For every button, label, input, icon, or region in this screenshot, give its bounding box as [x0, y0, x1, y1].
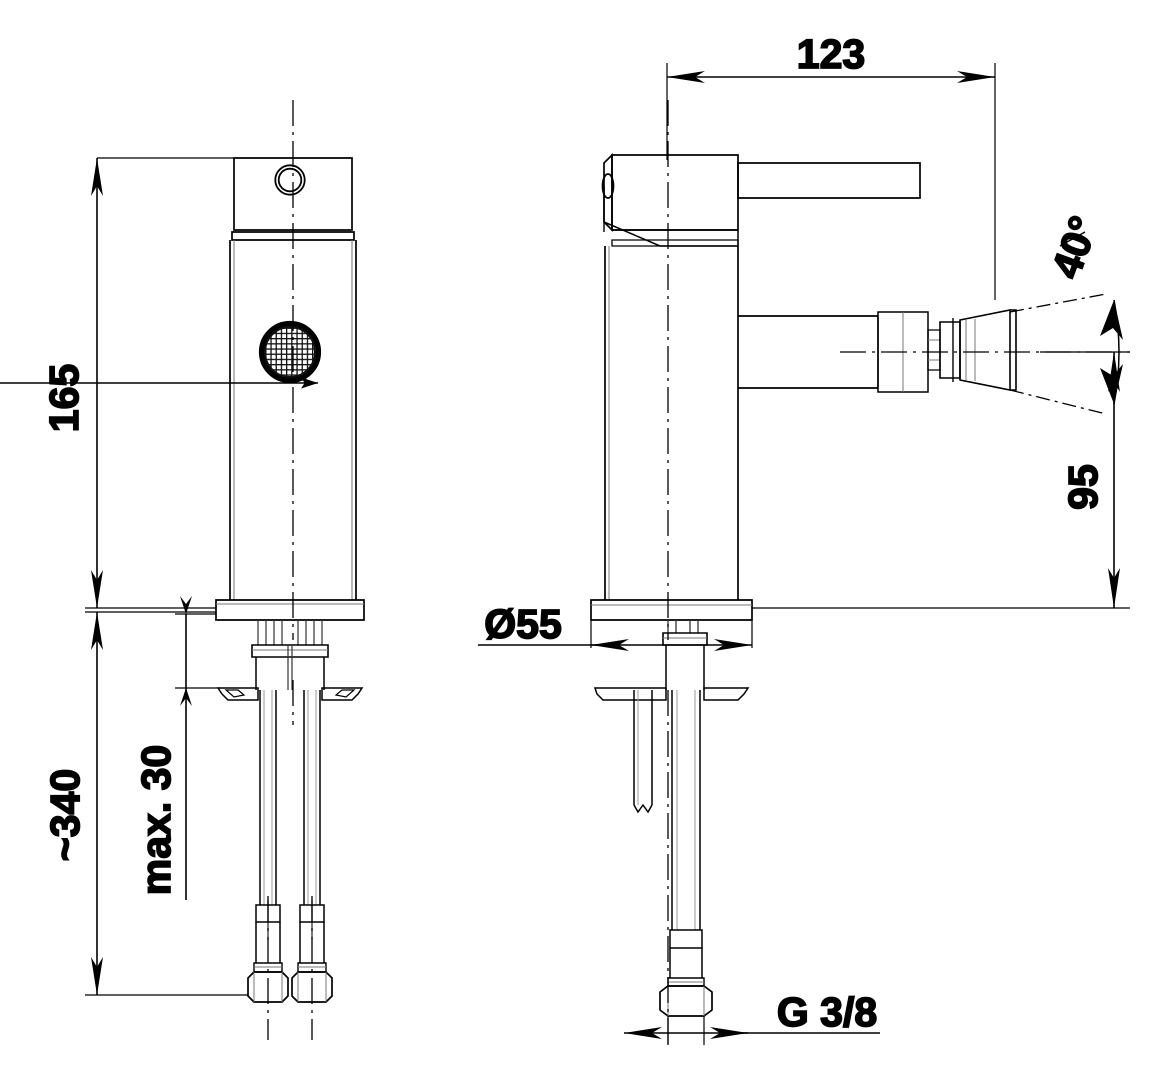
front-view-supply-hoses: [259, 690, 321, 940]
dimension-g38-label: G 3/8: [777, 989, 877, 1035]
side-view-nozzle: [939, 309, 1017, 391]
dimension-max30: [175, 596, 220, 900]
front-view-clamp-collar: [251, 644, 329, 690]
front-view-hose-ferrules: [253, 904, 327, 973]
side-view-column: [604, 246, 739, 600]
side-view-pull-rod: [633, 690, 653, 814]
dimension-340: [85, 611, 248, 996]
side-view-supply-hose: [667, 690, 705, 987]
dimension-d55: [478, 620, 753, 651]
dimension-95-label: 95: [1060, 464, 1106, 510]
side-view-lever-handle: [601, 152, 921, 247]
dimension-95: [752, 351, 1130, 609]
side-view-centerlines: [667, 100, 1130, 1045]
side-view: [590, 100, 1130, 1045]
front-view-hose-centerlines: [267, 896, 313, 1040]
dimension-123: [666, 63, 996, 300]
front-view-cap: [231, 157, 355, 241]
dimension-40deg-label: 40°: [1043, 210, 1107, 284]
dimension-165: [0, 157, 318, 609]
side-view-shank: [662, 620, 708, 690]
side-view-swivel-joint: [927, 329, 941, 371]
front-view-fixing-bracket: [216, 687, 364, 701]
side-view-base-plate: [590, 599, 753, 621]
dimension-340-label: ~340: [42, 769, 88, 861]
dimension-d55-label: Ø55: [484, 601, 562, 647]
front-view-body: [229, 240, 357, 600]
dimension-165-label: 165: [41, 364, 87, 432]
dimension-max30-label: max. 30: [133, 745, 179, 895]
front-view-hex-nuts: [247, 971, 333, 1003]
front-view-nipples: [257, 620, 323, 645]
front-view: [215, 100, 365, 1040]
dimension-g38: [624, 1016, 880, 1045]
dimension-123-label: 123: [797, 31, 865, 77]
aerator-icon: [258, 320, 322, 384]
front-view-base-plate: [215, 599, 365, 621]
